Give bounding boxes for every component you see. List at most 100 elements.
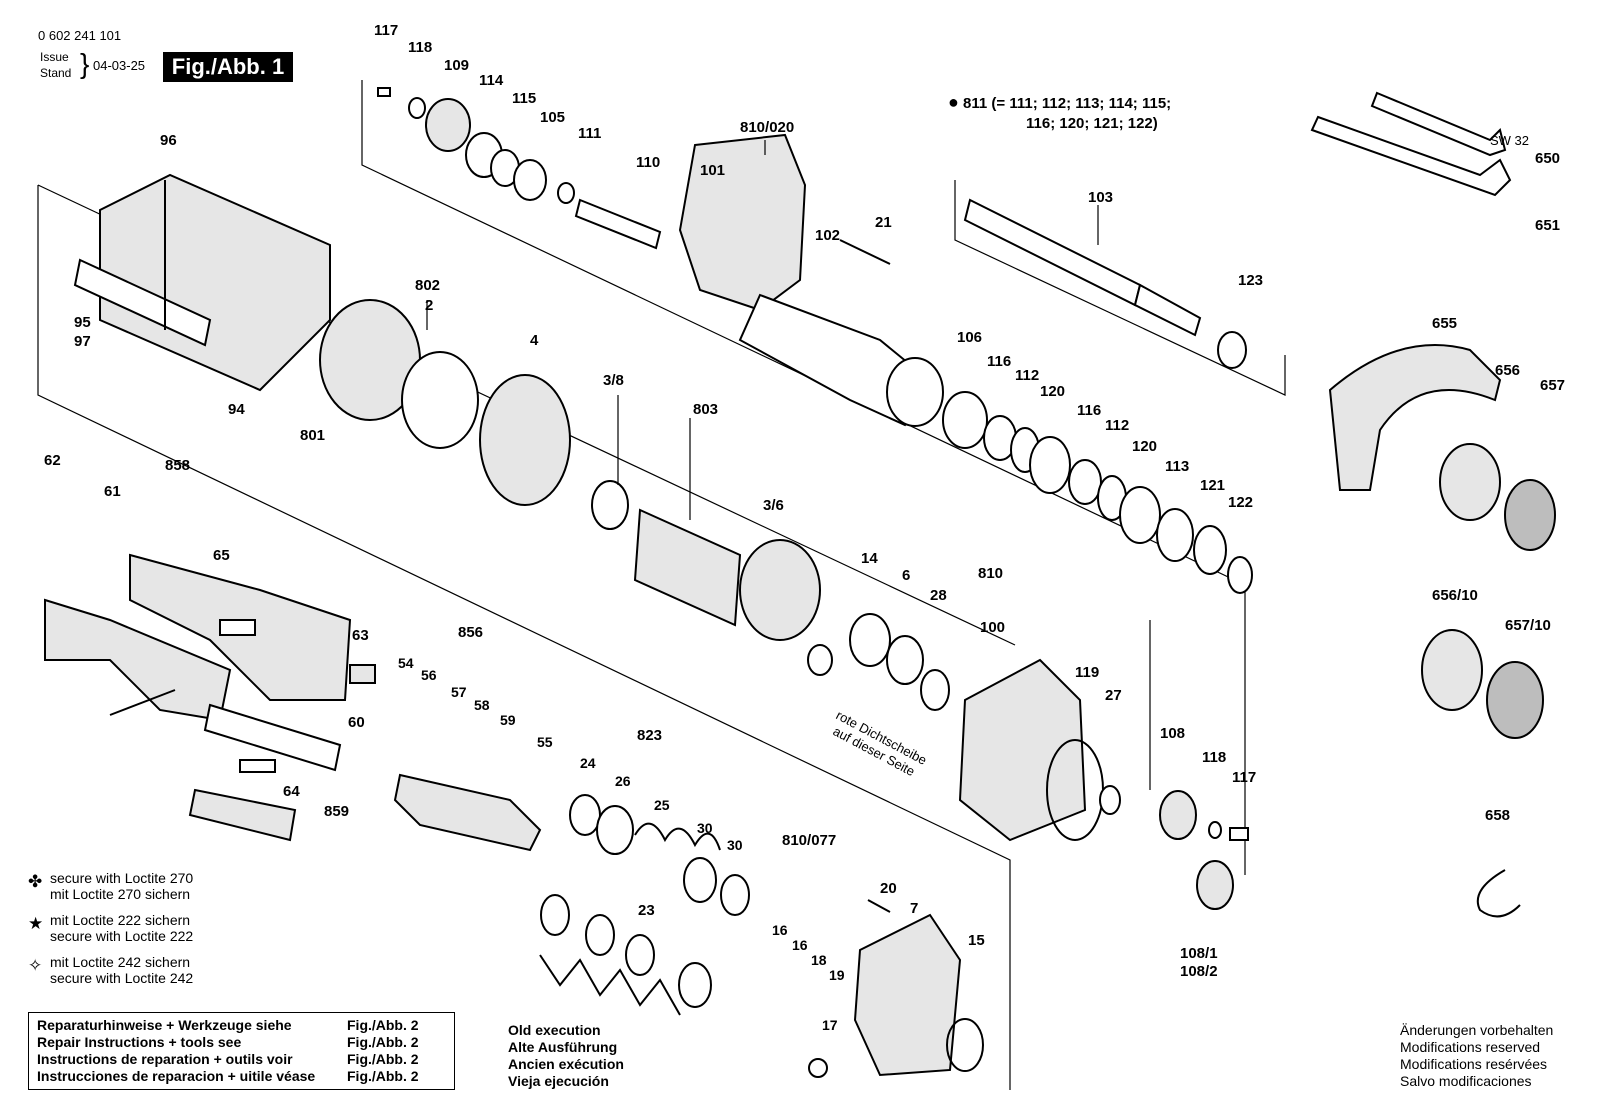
- label-859: 859: [324, 803, 349, 820]
- part-61-screw: [109, 689, 176, 716]
- old-ring-3: [625, 934, 655, 976]
- part-62-handle: [44, 598, 232, 722]
- label-823: 823: [637, 727, 662, 744]
- label-30b: 30: [727, 837, 743, 853]
- field-stator: [319, 299, 479, 449]
- part-95-plate: [73, 258, 212, 347]
- frame-motor: [37, 185, 1011, 1090]
- label-111: 111: [578, 125, 601, 142]
- part-30b-ring: [720, 874, 750, 916]
- label-113: 113: [1165, 458, 1189, 475]
- part-25-spring: [634, 822, 721, 851]
- kit-note: ● 811 (= 111; 112; 113; 114; 115; 116; 1…: [948, 92, 1171, 134]
- repair-text: Instructions de reparation + outils voir: [37, 1051, 293, 1067]
- part-111-ring: [557, 182, 575, 204]
- repair-row: Instrucciones de reparacion + uitile véa…: [37, 1068, 447, 1086]
- part-118-washer: [408, 97, 426, 119]
- label-16: 16: [772, 922, 788, 938]
- part-656-flange: [1439, 443, 1501, 521]
- label-62: 62: [44, 452, 61, 469]
- issue-label: Issue: [40, 50, 69, 64]
- label-16b: 16: [792, 937, 808, 953]
- label-117: 117: [374, 22, 398, 39]
- label-95: 95: [74, 314, 91, 331]
- frame-spindle: [954, 180, 1286, 396]
- part-28-ring: [920, 669, 950, 711]
- label-18: 18: [811, 952, 827, 968]
- old-exec-line: Ancien exécution: [508, 1056, 624, 1072]
- label-60: 60: [348, 714, 365, 731]
- repair-fig-link[interactable]: Fig./Abb. 2: [347, 1051, 419, 1067]
- label-803: 803: [693, 401, 718, 418]
- gear-cover: [849, 613, 1249, 910]
- label-19: 19: [829, 967, 845, 983]
- part-656-10-flange: [1421, 629, 1483, 711]
- repair-text: Reparaturhinweise + Werkzeuge siehe: [37, 1017, 292, 1033]
- part-657-nut: [1504, 479, 1556, 551]
- kit-line1: 811 (= 111; 112; 113; 114; 115;: [963, 95, 1172, 112]
- part-65-switch: [219, 619, 256, 636]
- old-execution-note: Old execution Alte Ausführung Ancien exé…: [508, 1022, 624, 1090]
- repair-text: Repair Instructions + tools see: [37, 1034, 242, 1050]
- label-7: 7: [910, 900, 918, 917]
- part-103-spindle: [963, 198, 1142, 307]
- label-27: 27: [1105, 687, 1122, 704]
- repair-fig-link[interactable]: Fig./Abb. 2: [347, 1034, 419, 1050]
- old-exec-line: Alte Ausführung: [508, 1039, 618, 1055]
- label-65: 65: [213, 547, 230, 564]
- star-icon: ★: [28, 914, 44, 933]
- repair-instructions-box: Reparaturhinweise + Werkzeuge siehe Fig.…: [28, 1012, 455, 1090]
- ground-icon: [808, 1058, 828, 1078]
- part-658-ring: [1476, 869, 1521, 918]
- label-15: 15: [968, 932, 985, 949]
- label-117b: 117: [1232, 769, 1256, 786]
- mods-line: Salvo modificaciones: [1400, 1073, 1532, 1089]
- sparkle-icon: ✧: [28, 956, 43, 975]
- old-disc: [678, 962, 712, 1008]
- label-658: 658: [1485, 807, 1510, 824]
- label-858: 858: [165, 457, 190, 474]
- label-810-020: 810/020: [740, 119, 794, 136]
- label-120: 120: [1040, 383, 1065, 400]
- label-112b: 112: [1105, 417, 1129, 434]
- armature-fan: [739, 539, 821, 641]
- part-655-guard: [1328, 344, 1502, 491]
- label-6: 6: [902, 567, 910, 584]
- part-labels: 117 118 109 114 115 105 111 110 810/020 …: [44, 22, 1565, 1033]
- repair-fig-link[interactable]: Fig./Abb. 2: [347, 1017, 419, 1033]
- part-116b-ring: [1068, 459, 1102, 505]
- part-108-pinion: [1159, 790, 1197, 840]
- label-23: 23: [638, 902, 655, 919]
- mods-line: Modifications reserved: [1400, 1039, 1541, 1055]
- label-110: 110: [636, 154, 660, 171]
- label-64: 64: [283, 783, 300, 800]
- guard-flanges: [1328, 344, 1556, 918]
- part-859-sleeve: [188, 788, 297, 842]
- label-59: 59: [500, 712, 516, 728]
- label-810-077: 810/077: [782, 832, 836, 849]
- part-60-cord: [203, 703, 342, 772]
- mods-line: Änderungen vorbehalten: [1400, 1022, 1554, 1038]
- part-27-washer: [1099, 785, 1121, 815]
- modifications-note: Änderungen vorbehalten Modifications res…: [1400, 1022, 1553, 1090]
- label-103: 103: [1088, 189, 1113, 206]
- label-100: 100: [980, 619, 1005, 636]
- label-96: 96: [160, 132, 177, 149]
- top-gear-parts: [377, 87, 662, 250]
- label-2: 2: [425, 297, 433, 314]
- brake-assembly: [569, 794, 750, 916]
- label-119: 119: [1075, 664, 1099, 681]
- repair-fig-link[interactable]: Fig./Abb. 2: [347, 1068, 419, 1084]
- part-657-10-nut: [1486, 661, 1544, 739]
- legend-text-1a: secure with Loctite 270: [50, 870, 194, 886]
- part-64-clamp: [239, 759, 276, 773]
- part-106-bearing: [942, 391, 988, 449]
- label-101: 101: [700, 162, 725, 179]
- label-657-10: 657/10: [1505, 617, 1551, 634]
- label-122: 122: [1228, 494, 1253, 511]
- label-25: 25: [654, 797, 670, 813]
- part-30-disc: [683, 857, 717, 903]
- part-6-bearing: [886, 635, 924, 685]
- legend-text-2a: mit Loctite 222 sichern: [50, 912, 191, 928]
- legend-text-3b: secure with Loctite 242: [50, 970, 194, 986]
